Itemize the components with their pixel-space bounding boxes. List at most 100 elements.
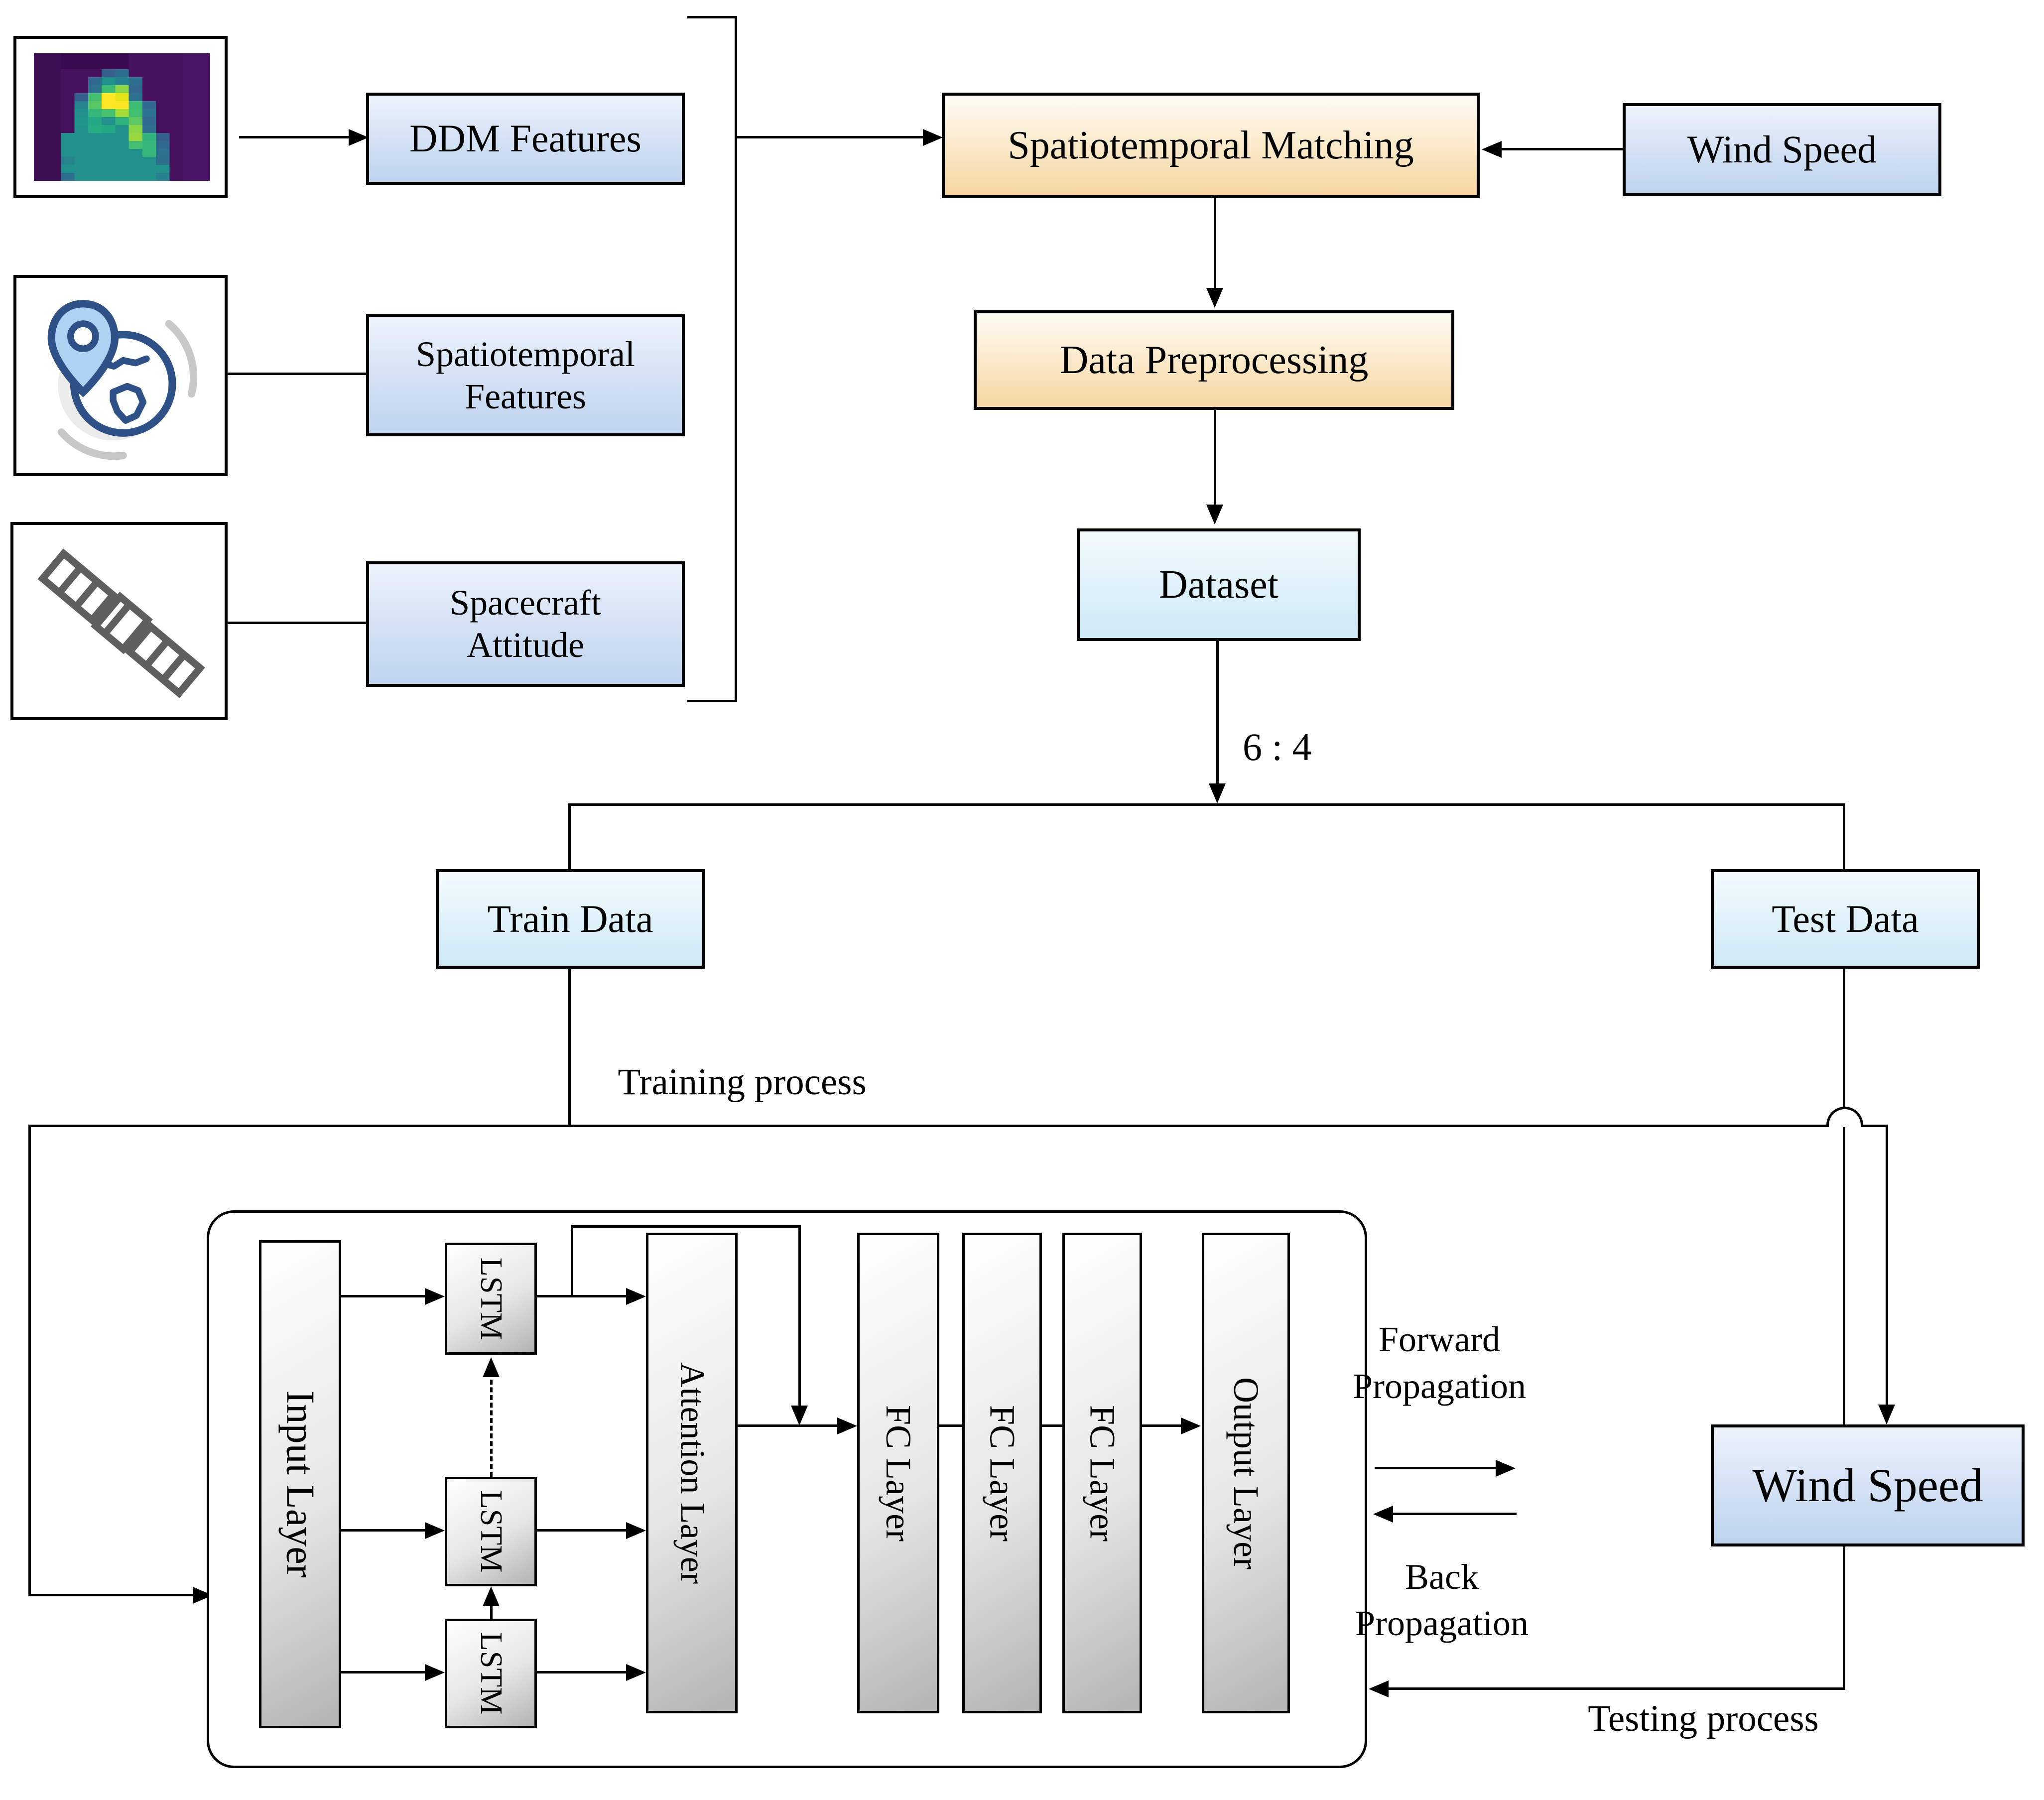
back-propagation-line bbox=[1392, 1513, 1517, 1515]
forward-propagation-label-line2: Propagation bbox=[1353, 1366, 1526, 1406]
lstm-box-2: LSTM bbox=[445, 1477, 537, 1586]
lstm2-to-lstm1-dashed-line bbox=[490, 1380, 493, 1477]
ddm-heatmap-icon bbox=[34, 53, 210, 181]
train-data-drop-line bbox=[568, 969, 571, 1127]
bypass-tap-line bbox=[571, 1226, 573, 1296]
lstm1-to-attention-line bbox=[537, 1295, 627, 1297]
attention-to-fc1-line bbox=[738, 1424, 838, 1427]
globe-image-frame bbox=[13, 275, 228, 476]
testing-into-network-arrowhead bbox=[1369, 1680, 1389, 1697]
data-preprocessing-label: Data Preprocessing bbox=[1059, 338, 1369, 382]
wind-speed-source-label: Wind Speed bbox=[1687, 127, 1877, 171]
lstm-3-label: LSTM bbox=[474, 1632, 509, 1715]
wind-speed-output-box: Wind Speed bbox=[1711, 1424, 2025, 1546]
satellite-icon bbox=[37, 548, 205, 698]
input-to-lstm1-arrowhead bbox=[425, 1288, 445, 1305]
bypass-down-arrowhead bbox=[791, 1406, 808, 1425]
training-line-hop bbox=[1826, 1107, 1863, 1127]
back-propagation-label-line2: Propagation bbox=[1355, 1603, 1529, 1643]
output-layer-box: Output Layer bbox=[1202, 1233, 1290, 1713]
spacecraft-attitude-label: Spacecraft Attitude bbox=[450, 583, 601, 665]
test-data-drop-line bbox=[1843, 969, 1845, 1690]
fc-layer-3-label: FC Layer bbox=[1082, 1405, 1123, 1542]
dataset-box: Dataset bbox=[1077, 528, 1361, 641]
fc3-to-output-line bbox=[1142, 1424, 1182, 1427]
input-layer-box: Input Layer bbox=[259, 1240, 341, 1728]
preprocessing-to-dataset-line bbox=[1214, 410, 1216, 505]
dataset-label: Dataset bbox=[1159, 562, 1278, 607]
test-data-label: Test Data bbox=[1772, 897, 1919, 940]
training-horizontal-line-2 bbox=[1863, 1125, 1888, 1127]
split-horizontal-line bbox=[568, 803, 1845, 806]
training-into-network-line bbox=[28, 1594, 193, 1596]
lstm2-to-attention-line bbox=[537, 1529, 627, 1532]
globe-location-pin-icon bbox=[47, 300, 198, 460]
test-data-box: Test Data bbox=[1711, 869, 1980, 969]
lstm-attention-network-container bbox=[207, 1210, 1367, 1768]
input-to-lstm3-arrowhead bbox=[425, 1664, 445, 1681]
bracket-top-stub bbox=[687, 16, 737, 18]
train-data-box: Train Data bbox=[436, 869, 705, 969]
input-to-lstm2-arrowhead bbox=[425, 1522, 445, 1539]
input-to-lstm1-line bbox=[341, 1295, 426, 1297]
forward-propagation-line bbox=[1375, 1467, 1497, 1469]
windspeed-to-matching-line bbox=[1501, 148, 1623, 150]
ddm-features-box: DDM Features bbox=[366, 93, 685, 185]
output-layer-label: Output Layer bbox=[1226, 1377, 1266, 1569]
lstm-1-label: LSTM bbox=[474, 1257, 509, 1340]
lstm-2-label: LSTM bbox=[474, 1490, 509, 1573]
globe-to-features-line bbox=[228, 373, 366, 375]
preprocessing-to-dataset-arrowhead bbox=[1206, 505, 1223, 524]
training-horizontal-line bbox=[28, 1125, 1826, 1127]
bracket-bottom-stub bbox=[687, 700, 737, 702]
split-right-drop bbox=[1843, 803, 1845, 869]
bracket-spine bbox=[735, 16, 737, 702]
split-left-drop bbox=[568, 803, 571, 869]
lstm2-to-attention-arrowhead bbox=[626, 1522, 646, 1539]
fc1-to-fc2-line bbox=[939, 1424, 962, 1427]
lstm3-to-lstm2-line bbox=[490, 1605, 493, 1619]
ddm-to-features-line bbox=[239, 136, 351, 138]
wind-speed-source-box: Wind Speed bbox=[1623, 103, 1941, 196]
matching-to-preprocessing-arrowhead bbox=[1206, 288, 1223, 308]
training-process-label: Training process bbox=[618, 1061, 867, 1103]
input-layer-label: Input Layer bbox=[278, 1391, 322, 1578]
training-left-drop-line bbox=[28, 1125, 31, 1596]
lstm1-to-attention-arrowhead bbox=[626, 1288, 646, 1305]
testing-horizontal-line bbox=[1388, 1687, 1845, 1690]
train-labels-to-windspeed-arrowhead bbox=[1878, 1405, 1895, 1424]
lstm-box-3: LSTM bbox=[445, 1619, 537, 1728]
bypass-top-line bbox=[571, 1225, 801, 1228]
fc-layer-1-label: FC Layer bbox=[878, 1405, 918, 1542]
features-to-matching-line bbox=[737, 136, 924, 138]
fc2-to-fc3-line bbox=[1042, 1424, 1062, 1427]
wind-speed-output-label: Wind Speed bbox=[1752, 1459, 1983, 1512]
attention-layer-box: Attention Layer bbox=[646, 1233, 738, 1713]
bypass-down-line bbox=[798, 1225, 801, 1406]
fc-layer-box-1: FC Layer bbox=[857, 1233, 939, 1713]
satellite-to-attitude-line bbox=[228, 622, 366, 624]
fc-layer-box-3: FC Layer bbox=[1062, 1233, 1142, 1713]
forward-propagation-label-line1: Forward bbox=[1379, 1319, 1500, 1359]
spatiotemporal-features-label: Spatiotemporal Features bbox=[416, 334, 635, 416]
lstm3-to-attention-arrowhead bbox=[626, 1664, 646, 1681]
lstm3-to-lstm2-arrowhead bbox=[483, 1586, 500, 1606]
fc3-to-output-arrowhead bbox=[1181, 1417, 1201, 1434]
ddm-features-label: DDM Features bbox=[409, 117, 641, 160]
fc-layer-box-2: FC Layer bbox=[962, 1233, 1042, 1713]
train-data-label: Train Data bbox=[487, 897, 653, 940]
spatiotemporal-matching-label: Spatiotemporal Matching bbox=[1008, 123, 1414, 167]
ddm-image-frame bbox=[13, 36, 228, 198]
dataset-split-line bbox=[1216, 641, 1219, 785]
lstm3-to-attention-line bbox=[537, 1671, 627, 1673]
input-to-lstm3-line bbox=[341, 1671, 426, 1673]
spatiotemporal-features-box: Spatiotemporal Features bbox=[366, 314, 685, 436]
back-propagation-label-line1: Back bbox=[1405, 1557, 1479, 1597]
train-labels-to-windspeed-line bbox=[1886, 1125, 1888, 1405]
matching-to-preprocessing-line bbox=[1214, 198, 1216, 288]
split-ratio-label: 6 : 4 bbox=[1243, 725, 1312, 769]
features-to-matching-arrowhead bbox=[923, 129, 943, 146]
ddm-to-features-arrowhead bbox=[349, 129, 369, 146]
spacecraft-attitude-box: Spacecraft Attitude bbox=[366, 561, 685, 687]
